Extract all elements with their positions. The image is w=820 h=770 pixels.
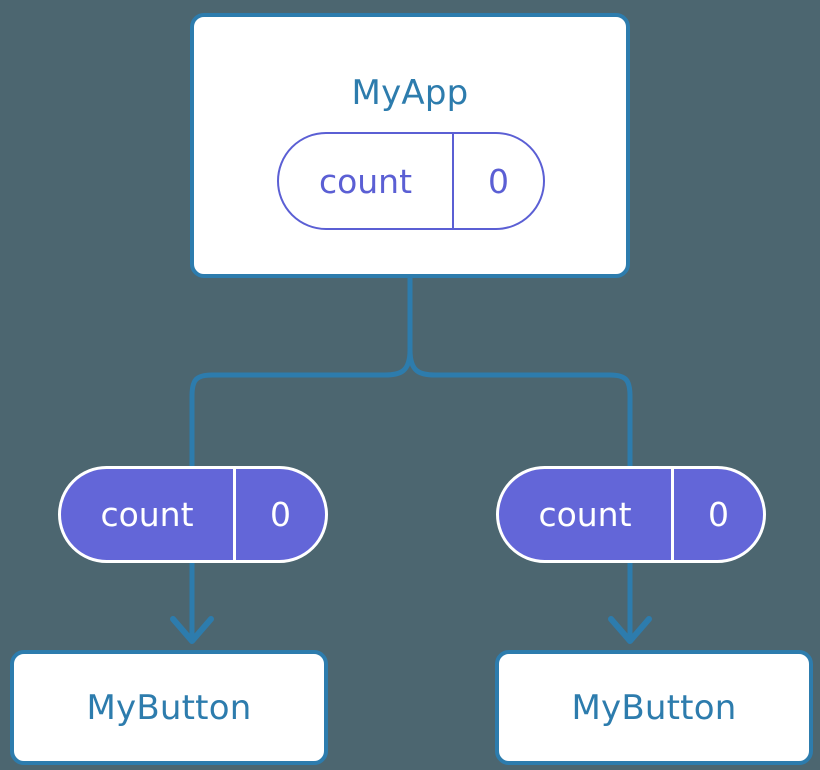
connector-branch-right <box>407 347 633 471</box>
state-pill-key: count <box>279 134 454 228</box>
prop-pill-right-count[interactable]: count 0 <box>496 466 766 563</box>
connector-branch-left <box>189 347 413 471</box>
arrow-head-left-icon <box>170 616 214 644</box>
prop-pill-value: 0 <box>708 495 729 534</box>
component-title-mybutton-right: MyButton <box>571 688 737 728</box>
prop-pill-key: count <box>61 469 236 560</box>
component-box-mybutton-right[interactable]: MyButton <box>495 650 813 765</box>
component-box-mybutton-left[interactable]: MyButton <box>10 650 328 765</box>
state-pill-myapp-count[interactable]: count 0 <box>277 132 545 230</box>
arrow-head-right-icon <box>608 616 652 644</box>
prop-pill-value: 0 <box>270 495 291 534</box>
state-pill-value: 0 <box>488 161 509 201</box>
component-title-myapp: MyApp <box>351 73 469 113</box>
component-title-mybutton-left: MyButton <box>86 688 252 728</box>
prop-pill-left-count[interactable]: count 0 <box>58 466 328 563</box>
prop-pill-key: count <box>499 469 674 560</box>
